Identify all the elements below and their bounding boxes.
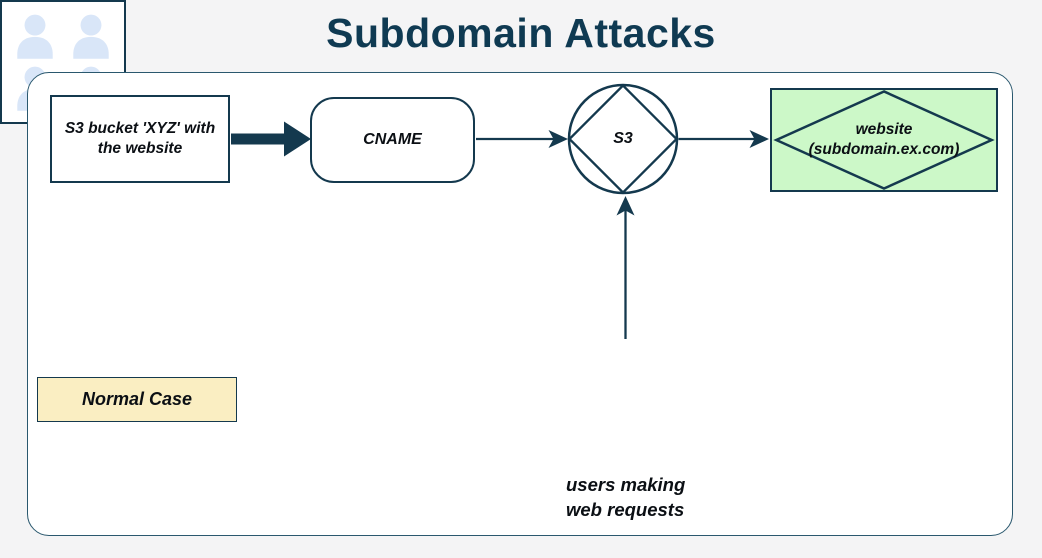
node-website-line2: (subdomain.ex.com) <box>808 141 960 158</box>
node-s3-bucket-line1: S3 bucket 'XYZ' with <box>64 120 216 138</box>
node-website-label: website (subdomain.ex.com) <box>809 120 960 160</box>
users-caption-line1: users making <box>566 474 686 495</box>
node-s3-bucket: S3 bucket 'XYZ' with the website <box>50 95 230 183</box>
node-website: website (subdomain.ex.com) <box>770 88 998 192</box>
node-s3-label: S3 <box>569 85 677 193</box>
node-s3-label-text: S3 <box>613 129 633 147</box>
node-cname-label: CNAME <box>363 130 422 148</box>
legend-normal-case-label: Normal Case <box>81 388 193 409</box>
user-icon <box>73 14 109 59</box>
node-cname: CNAME <box>310 97 475 183</box>
website-diamond-shape <box>773 90 995 190</box>
user-icon <box>17 14 53 59</box>
page-title: Subdomain Attacks <box>326 10 716 56</box>
users-caption: users making web requests <box>566 473 786 523</box>
legend-normal-case: Normal Case <box>37 377 237 422</box>
users-caption-line2: web requests <box>566 498 685 520</box>
node-s3-bucket-label: S3 bucket 'XYZ' with the website <box>65 119 215 159</box>
node-website-line1: website <box>855 121 913 139</box>
node-s3-bucket-line2: the website <box>97 140 183 157</box>
